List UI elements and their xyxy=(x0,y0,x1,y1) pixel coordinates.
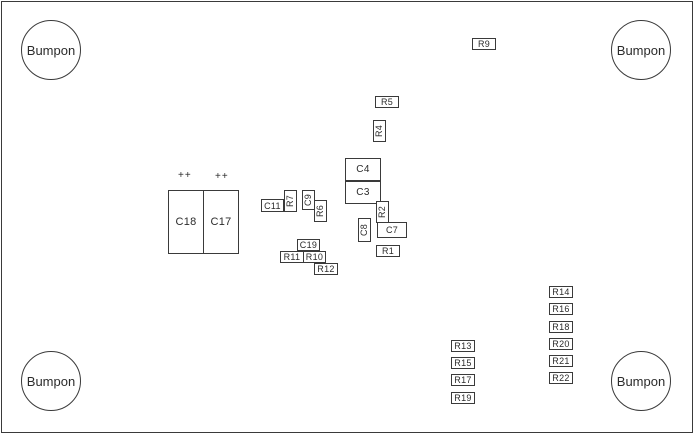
component-label: R20 xyxy=(552,339,570,349)
component-c4[interactable]: C4 xyxy=(345,158,381,181)
bumpon-label: Bumpon xyxy=(616,373,666,389)
component-r6[interactable]: R6 xyxy=(314,200,327,222)
component-label: R6 xyxy=(315,204,326,218)
component-r19[interactable]: R19 xyxy=(451,392,475,404)
component-label: R13 xyxy=(454,341,472,351)
component-r11[interactable]: R11 xyxy=(280,251,304,263)
component-r13[interactable]: R13 xyxy=(451,340,475,352)
component-label: R21 xyxy=(552,356,570,366)
component-label: C18 xyxy=(175,216,197,228)
component-r18[interactable]: R18 xyxy=(549,321,573,333)
component-r4[interactable]: R4 xyxy=(373,120,386,142)
component-r7[interactable]: R7 xyxy=(284,190,297,212)
component-label: R16 xyxy=(552,304,570,314)
component-c17[interactable]: C17 xyxy=(203,190,239,254)
bumpon-top-right: Bumpon xyxy=(611,20,671,80)
component-label: R17 xyxy=(454,375,472,385)
component-r2[interactable]: R2 xyxy=(376,201,389,223)
component-label: C9 xyxy=(303,193,314,207)
component-r21[interactable]: R21 xyxy=(549,355,573,367)
component-r16[interactable]: R16 xyxy=(549,303,573,315)
component-r5[interactable]: R5 xyxy=(375,96,399,108)
component-label: C3 xyxy=(356,187,370,198)
component-r9[interactable]: R9 xyxy=(472,38,496,50)
component-c3[interactable]: C3 xyxy=(345,181,381,204)
component-label: R4 xyxy=(374,124,385,138)
component-label: C19 xyxy=(299,240,318,250)
bumpon-bottom-left: Bumpon xyxy=(21,351,81,411)
component-label: R19 xyxy=(454,393,472,403)
bumpon-label: Bumpon xyxy=(26,42,76,58)
component-label: C8 xyxy=(359,223,370,237)
component-r20[interactable]: R20 xyxy=(549,338,573,350)
bumpon-top-left: Bumpon xyxy=(21,20,81,80)
component-c8[interactable]: C8 xyxy=(358,218,371,242)
component-c18[interactable]: C18 xyxy=(168,190,204,254)
component-c11[interactable]: C11 xyxy=(261,199,284,212)
component-r22[interactable]: R22 xyxy=(549,372,573,384)
component-label: R10 xyxy=(305,252,324,262)
component-label: R7 xyxy=(285,194,296,208)
component-label: R12 xyxy=(317,264,335,274)
component-label: R22 xyxy=(552,373,570,383)
polarity-mark-c17: ++ xyxy=(215,171,229,182)
component-r1[interactable]: R1 xyxy=(376,245,400,257)
component-label: C11 xyxy=(264,200,281,211)
component-label: C4 xyxy=(356,164,370,175)
polarity-mark-c18: ++ xyxy=(178,170,192,181)
bumpon-label: Bumpon xyxy=(26,373,76,389)
component-r12[interactable]: R12 xyxy=(314,263,338,275)
component-label: R9 xyxy=(477,39,491,49)
component-label: C17 xyxy=(210,216,232,228)
component-label: R14 xyxy=(552,287,570,297)
component-r17[interactable]: R17 xyxy=(451,374,475,386)
component-r10[interactable]: R10 xyxy=(303,251,326,263)
component-label: R18 xyxy=(552,322,570,332)
component-r14[interactable]: R14 xyxy=(549,286,573,298)
bumpon-bottom-right: Bumpon xyxy=(611,351,671,411)
component-label: R15 xyxy=(454,358,472,368)
component-c19[interactable]: C19 xyxy=(297,239,320,251)
component-label: R11 xyxy=(283,252,301,262)
component-label: R2 xyxy=(377,205,388,219)
component-label: R1 xyxy=(381,246,395,256)
component-label: R5 xyxy=(380,97,394,107)
component-r15[interactable]: R15 xyxy=(451,357,475,369)
component-c7[interactable]: C7 xyxy=(377,222,407,238)
component-label: C7 xyxy=(385,225,399,235)
bumpon-label: Bumpon xyxy=(616,42,666,58)
